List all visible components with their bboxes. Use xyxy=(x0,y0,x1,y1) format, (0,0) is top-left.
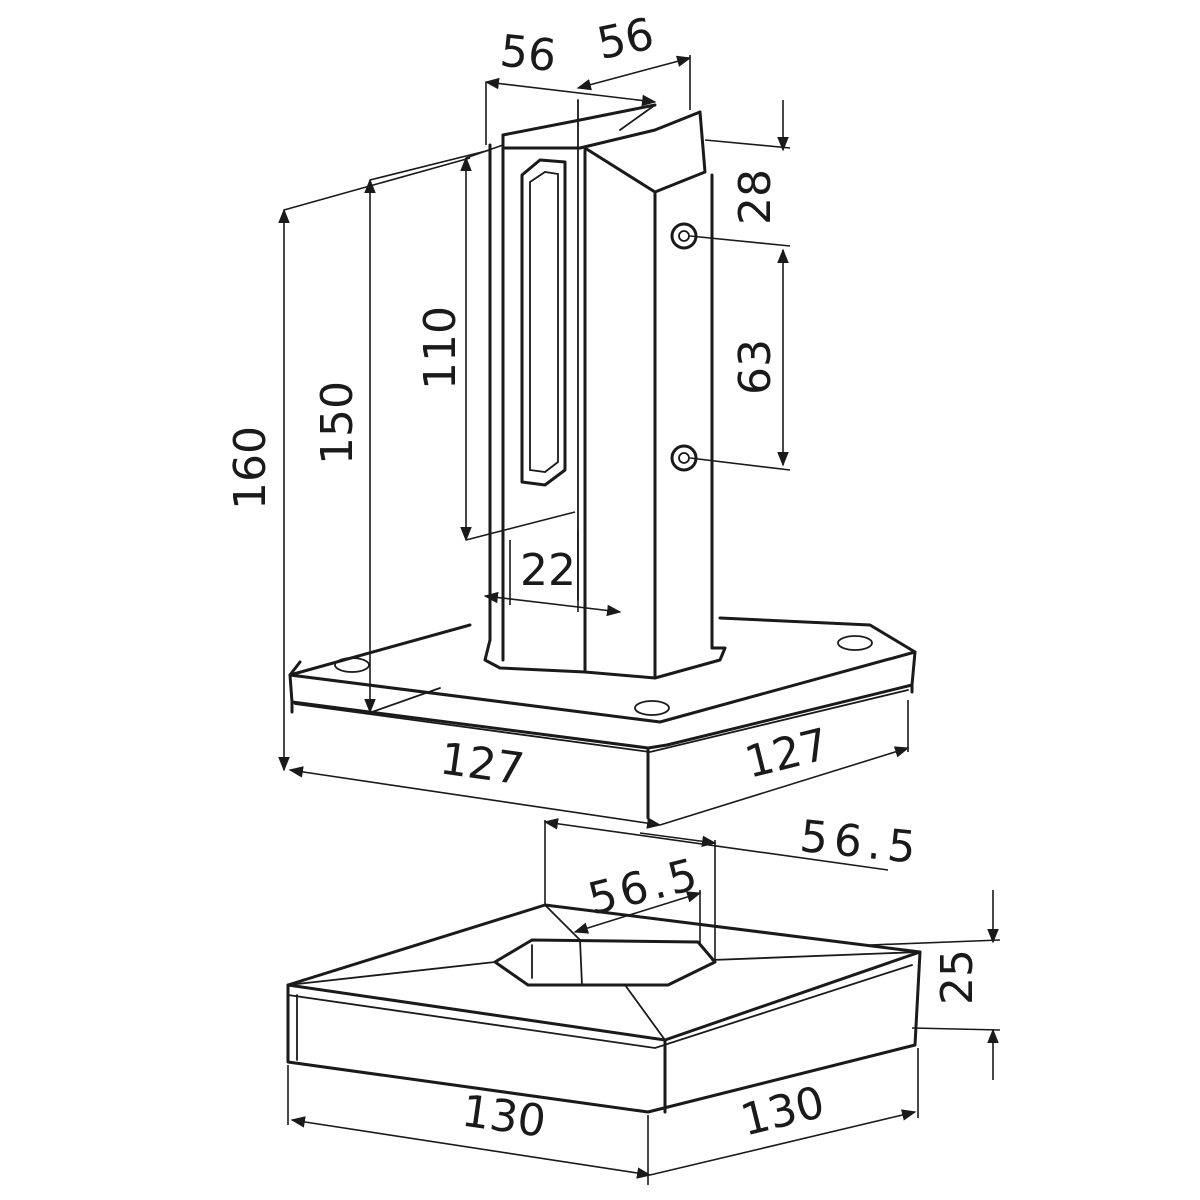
cover-plate xyxy=(286,903,922,1114)
mount-hole-front xyxy=(634,700,670,716)
mount-hole-right xyxy=(837,635,873,651)
dim-cover-opening-outer: 56.5 xyxy=(798,811,925,874)
dim-post-width-a: 56 xyxy=(498,26,559,83)
dim-overall-height: 160 xyxy=(225,426,276,510)
dim-slot-height: 110 xyxy=(415,306,466,390)
base-plate xyxy=(288,616,917,820)
dim-slot-width: 22 xyxy=(520,545,576,596)
dim-top-to-hole: 28 xyxy=(730,169,781,225)
dim-post-height: 150 xyxy=(312,381,363,465)
mount-hole-left xyxy=(334,657,370,673)
dim-base-side-right: 127 xyxy=(740,719,834,789)
dim-post-width-b: 56 xyxy=(593,9,658,71)
dim-cover-opening-inner: 56.5 xyxy=(583,848,706,925)
dim-base-side-left: 127 xyxy=(437,733,527,795)
cover-dimensions xyxy=(287,818,1001,1185)
dim-hole-spacing: 63 xyxy=(730,339,781,395)
post-dimensions xyxy=(278,55,910,829)
glass-slot xyxy=(520,158,567,487)
cover-opening xyxy=(493,938,717,987)
post-body xyxy=(483,99,727,680)
dim-cover-height: 25 xyxy=(932,949,983,1005)
spigot-assembly: 56 56 28 63 110 150 160 22 127 127 xyxy=(225,9,917,829)
dim-cover-side-left: 130 xyxy=(459,1086,549,1148)
